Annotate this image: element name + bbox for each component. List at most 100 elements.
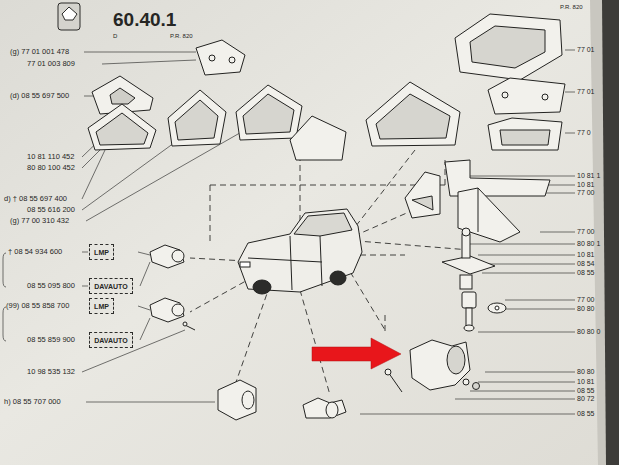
- switch-parts: [410, 340, 470, 390]
- car-drawing: [253, 280, 271, 294]
- dome-lamp-parts: [445, 160, 550, 196]
- part-number: (d) 08 55 697 500: [10, 92, 69, 100]
- dome-lamp-parts: [175, 100, 218, 140]
- part-number: (g) 77 01 001 478: [10, 48, 69, 56]
- dome-lamp-parts: [96, 113, 148, 145]
- page-reference: P.R. 820: [560, 4, 583, 10]
- chapter-tab: [58, 3, 80, 30]
- leader-line: [138, 306, 150, 310]
- bracket-parts: [478, 188, 479, 232]
- bracket-parts: [462, 292, 476, 308]
- part-number: 10 98 535 132: [27, 368, 75, 376]
- car-drawing: [294, 213, 352, 236]
- switch-parts: [473, 383, 480, 390]
- switch-parts: [447, 346, 465, 374]
- dome-lamp-parts: [500, 130, 550, 145]
- switch-parts: [303, 398, 346, 418]
- switch-parts: [150, 245, 480, 420]
- chapter-tab: [62, 7, 77, 20]
- leader-line: [138, 252, 150, 255]
- dome-lamp-parts: [502, 92, 508, 98]
- part-number: 08 55 859 900: [27, 336, 75, 344]
- part-number: 10 81 110 452: [27, 153, 74, 161]
- part-number: † 08 54 934 600: [8, 248, 62, 256]
- bracket-parts: [442, 256, 495, 274]
- part-number: 80 80: [577, 368, 595, 375]
- switch-parts: [183, 322, 187, 326]
- leader-line: [102, 60, 196, 64]
- dashed-guide: [190, 145, 470, 395]
- part-number: 80 80: [577, 305, 595, 312]
- bracket-parts: [458, 188, 520, 242]
- leader-line: [140, 318, 150, 340]
- bracket-parts: [466, 308, 472, 326]
- dome-lamp-parts: [488, 118, 562, 150]
- part-number: 10 81 1: [577, 172, 600, 179]
- leader-line: [478, 255, 575, 256]
- dome-lamp-parts: [168, 90, 226, 146]
- part-number: 08 54: [577, 260, 595, 267]
- car-drawing: [320, 236, 322, 286]
- leader-line: [3, 307, 6, 341]
- switch-parts: [150, 298, 184, 322]
- part-number: 77 00: [577, 189, 595, 196]
- supplier-name: LMP: [94, 303, 109, 310]
- leader-line: [478, 382, 575, 383]
- dashed-guide: [385, 315, 386, 335]
- dome-lamp-parts: [290, 116, 346, 160]
- part-number: (99) 08 55 858 700: [6, 302, 69, 310]
- leader-line: [455, 176, 575, 177]
- leader-line: [565, 92, 575, 93]
- bracket-parts: [405, 172, 520, 331]
- dome-lamp-parts: [196, 40, 245, 75]
- part-number: 10 81: [577, 251, 595, 258]
- part-number: 77 0: [577, 129, 591, 136]
- leader-line: [3, 50, 575, 414]
- dome-lamp-parts: [88, 14, 565, 196]
- leader-line: [478, 332, 575, 333]
- part-number: 08 55: [577, 387, 595, 394]
- part-number: d) † 08 55 697 400: [4, 195, 67, 203]
- switch-parts: [326, 402, 338, 418]
- dome-lamp-parts: [366, 82, 460, 146]
- leader-line: [140, 262, 150, 286]
- leader-line: [470, 244, 575, 245]
- part-number: 77 01: [577, 88, 595, 95]
- bracket-parts: [462, 234, 470, 258]
- leader-line: [482, 264, 575, 265]
- dome-lamp-parts: [470, 26, 545, 68]
- dome-lamp-parts: [542, 94, 548, 100]
- dome-lamp-parts: [455, 14, 562, 80]
- part-number: h) 08 55 707 000: [4, 398, 61, 406]
- part-number: 80 80 1: [577, 240, 600, 247]
- leader-line: [86, 402, 215, 403]
- bracket-parts: [495, 306, 499, 310]
- part-number: 08 55 095 800: [27, 282, 75, 290]
- part-number: 08 55 616 200: [27, 206, 75, 214]
- chapter-tab: [58, 3, 80, 30]
- bracket-parts: [412, 196, 433, 210]
- part-number: 80 80 100 452: [27, 164, 75, 172]
- dome-lamp-parts: [488, 78, 565, 114]
- part-number: 77 01 003 809: [27, 60, 75, 68]
- leader-line: [82, 330, 185, 372]
- switch-parts: [385, 369, 391, 375]
- car-drawing: [248, 258, 322, 262]
- leader-line: [360, 414, 575, 415]
- car-drawing: [240, 262, 250, 267]
- leader-line: [470, 391, 575, 392]
- leader-line: [82, 252, 88, 253]
- dome-lamp-parts: [209, 55, 215, 61]
- dome-lamp-parts: [229, 57, 235, 63]
- supplier-box: LMP: [89, 298, 114, 314]
- part-number: 77 00: [577, 296, 595, 303]
- dome-lamp-parts: [243, 94, 294, 134]
- bracket-parts: [464, 325, 474, 331]
- supplier-name: DAVAUTO: [94, 283, 127, 290]
- part-number: 80 80 0: [577, 328, 600, 335]
- leader-line: [82, 150, 105, 199]
- dashed-guide: [300, 290, 330, 395]
